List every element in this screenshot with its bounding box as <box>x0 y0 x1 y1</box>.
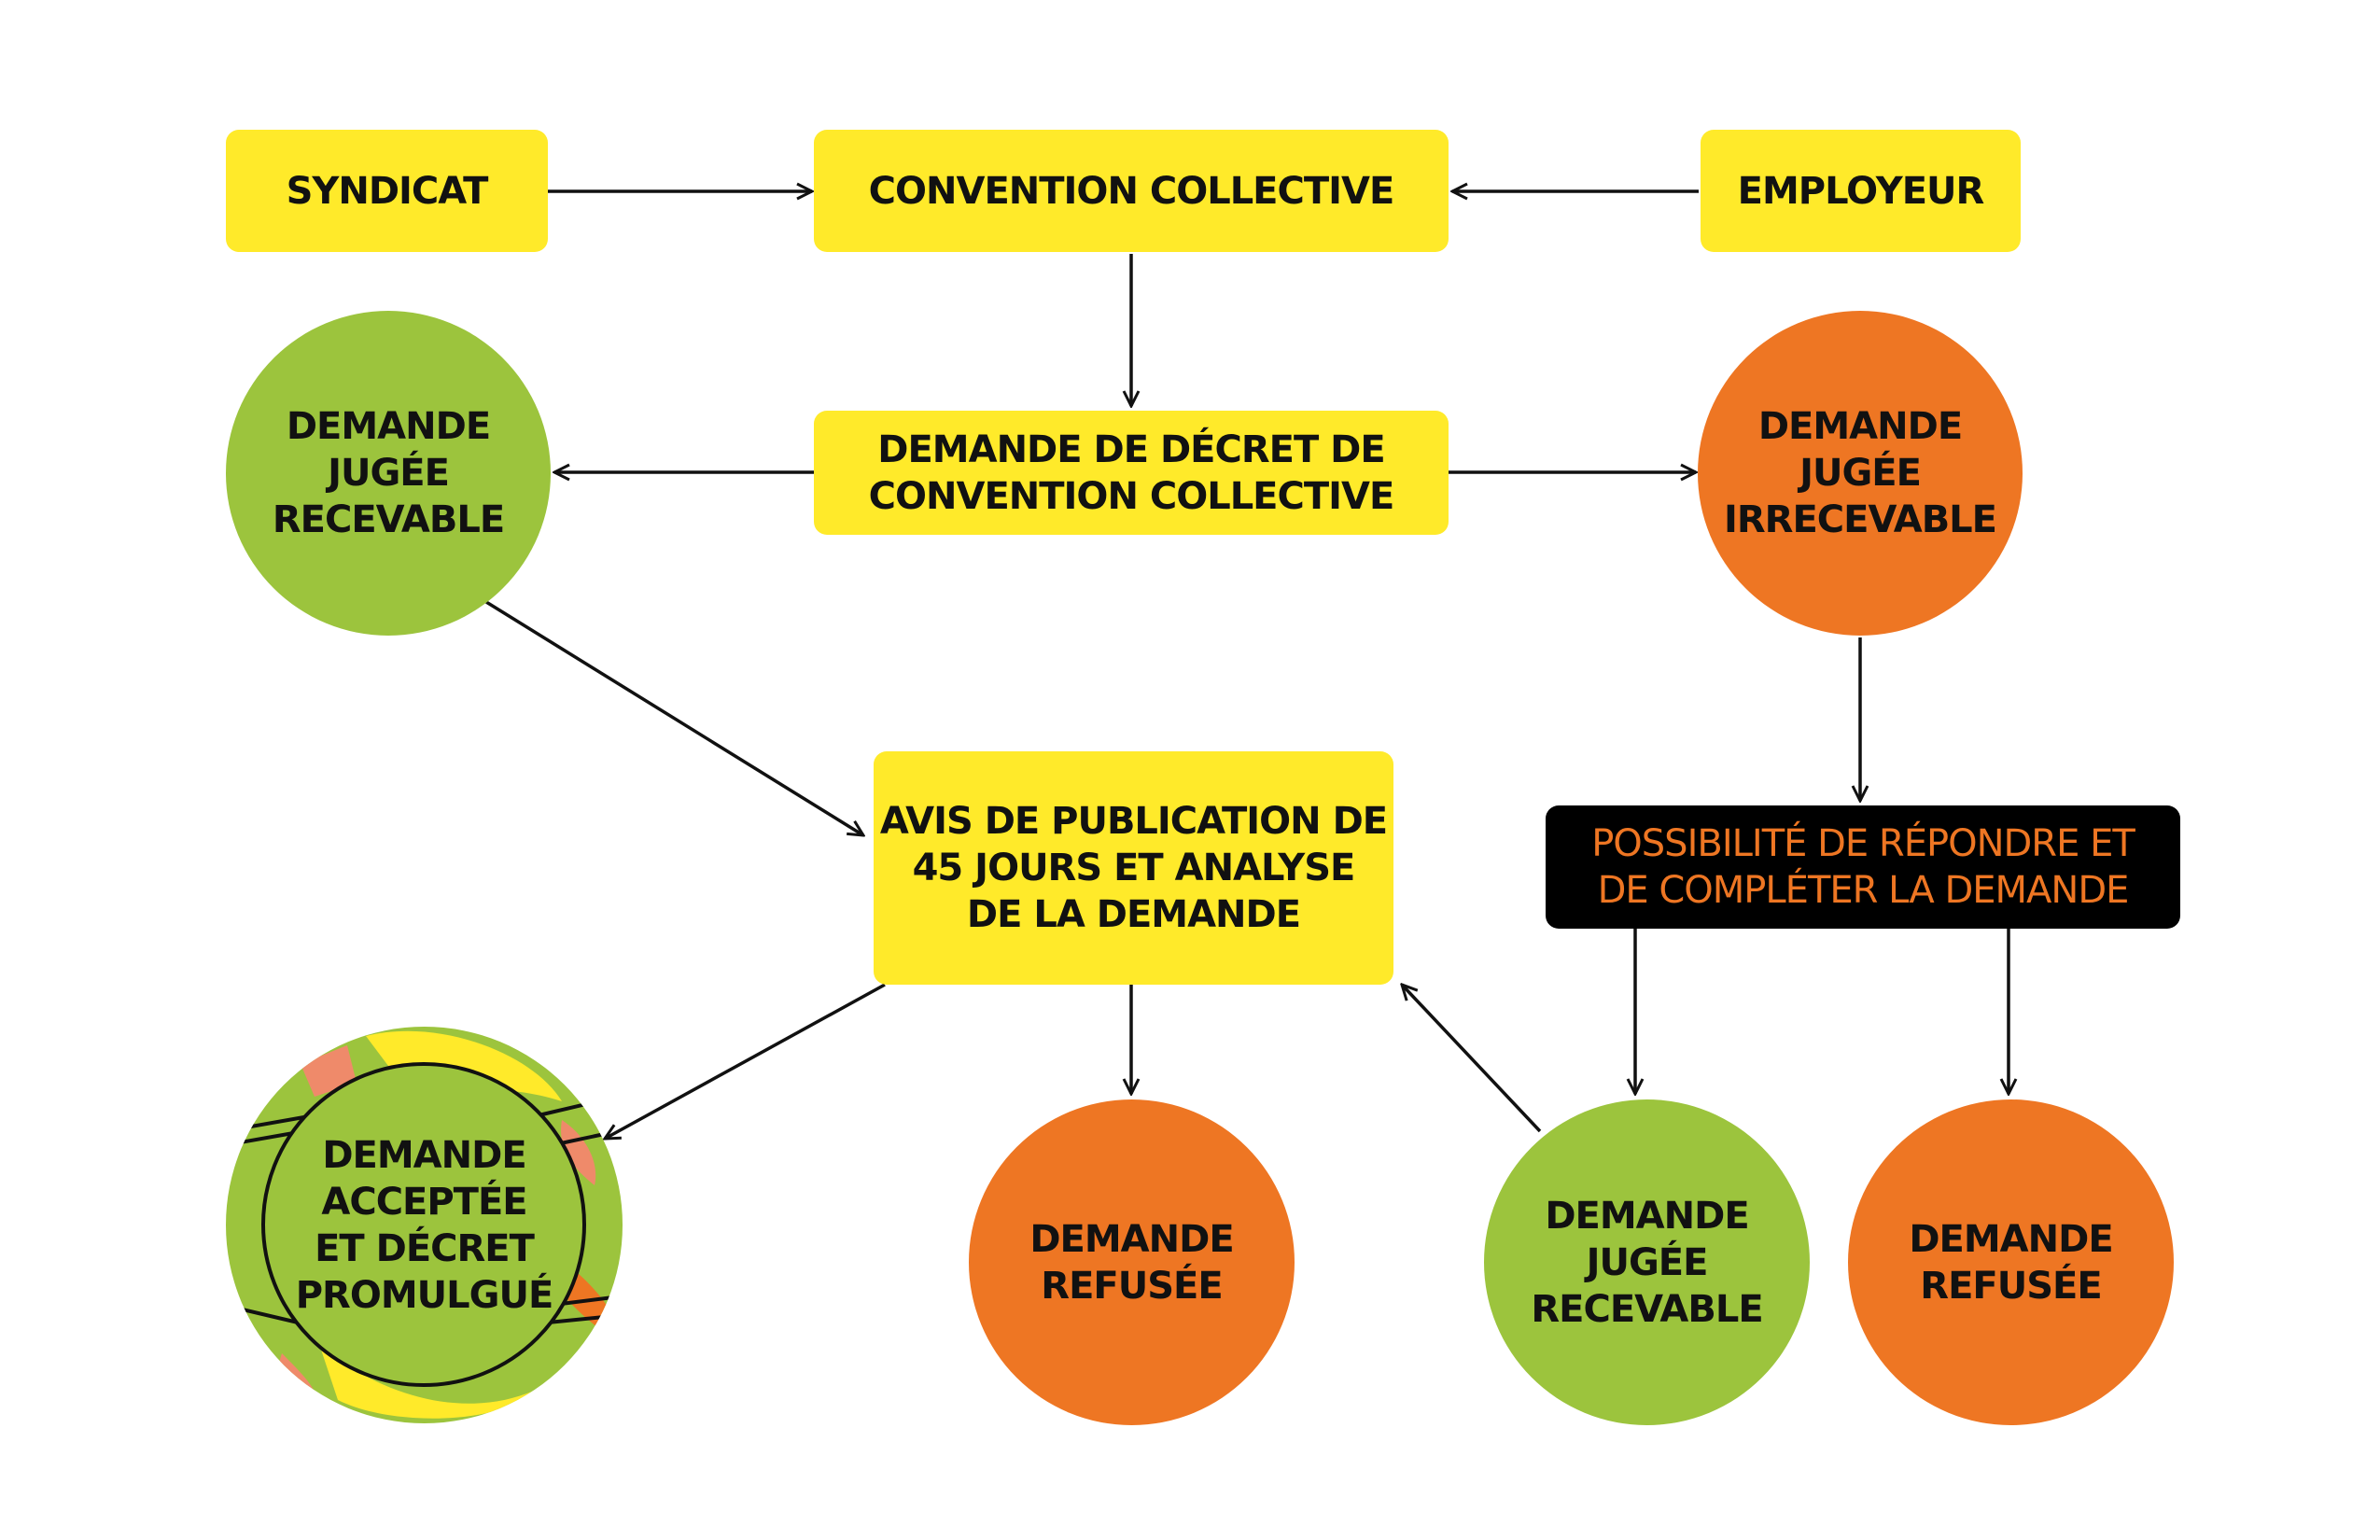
arrow-recevable2-to-avis <box>1402 985 1542 1133</box>
possibilite-line-1: POSSIBILITÉ DE RÉPONDRE ET <box>1591 822 2135 865</box>
refusee-1-line-1: DEMANDE <box>1029 1217 1234 1261</box>
irrecevable-line-3: IRRECEVABLE <box>1724 498 1997 541</box>
demande-jugee-recevable-circle-2: DEMANDE JUGÉE RECEVABLE <box>1484 1099 1810 1425</box>
arrow-recevable-to-avis <box>485 600 863 835</box>
employeur-box: EMPLOYEUR <box>1701 130 2021 252</box>
demande-jugee-irrecevable-circle: DEMANDE JUGÉE IRRECEVABLE <box>1698 311 2023 636</box>
possibilite-line-2: DE COMPLÉTER LA DEMANDE <box>1597 869 2130 912</box>
convention-collective-label: CONVENTION COLLECTIVE <box>868 169 1395 213</box>
avis-publication-box: AVIS DE PUBLICATION DE 45 JOURS ET ANALY… <box>874 751 1393 985</box>
avis-line-1: AVIS DE PUBLICATION DE <box>879 800 1388 843</box>
demande-decret-line-2: CONVENTION COLLECTIVE <box>868 474 1395 518</box>
employeur-label: EMPLOYEUR <box>1737 169 1985 213</box>
recevable-line-3: RECEVABLE <box>272 498 505 541</box>
acceptee-line-4: PROMULGUÉ <box>295 1273 554 1317</box>
refusee-2-line-1: DEMANDE <box>1909 1217 2113 1261</box>
irrecevable-line-1: DEMANDE <box>1757 405 1963 448</box>
recevable-2-line-3: RECEVABLE <box>1531 1287 1763 1331</box>
demande-decret-line-1: DEMANDE DE DÉCRET DE <box>877 427 1385 471</box>
acceptee-line-3: ET DÉCRET <box>315 1226 535 1270</box>
acceptee-line-1: DEMANDE <box>322 1133 526 1177</box>
refusee-2-line-2: REFUSÉE <box>1920 1264 2102 1308</box>
recevable-line-2: JUGÉE <box>328 452 450 495</box>
recevable-line-1: DEMANDE <box>286 405 491 448</box>
avis-line-3: DE LA DEMANDE <box>966 893 1301 936</box>
irrecevable-line-2: JUGÉE <box>1799 452 1922 495</box>
avis-line-2: 45 JOURS ET ANALYSE <box>912 847 1356 889</box>
syndicat-box: SYNDICAT <box>226 130 548 252</box>
possibilite-box: POSSIBILITÉ DE RÉPONDRE ET DE COMPLÉTER … <box>1546 805 2180 929</box>
recevable-2-line-1: DEMANDE <box>1545 1194 1749 1238</box>
demande-acceptee-circle: DEMANDE ACCEPTÉE ET DÉCRET PROMULGUÉ <box>226 1027 623 1423</box>
acceptee-line-2: ACCEPTÉE <box>321 1180 527 1224</box>
demande-decret-box: DEMANDE DE DÉCRET DE CONVENTION COLLECTI… <box>814 411 1449 535</box>
recevable-2-line-2: JUGÉE <box>1586 1240 1709 1284</box>
convention-collective-box: CONVENTION COLLECTIVE <box>814 130 1449 252</box>
demande-refusee-circle-1: DEMANDE REFUSÉE <box>969 1099 1295 1425</box>
arrow-avis-to-acceptee <box>605 983 886 1139</box>
decorative-swirl-pattern <box>230 1030 623 1419</box>
demande-jugee-recevable-circle: DEMANDE JUGÉE RECEVABLE <box>226 311 551 636</box>
syndicat-label: SYNDICAT <box>286 169 489 213</box>
demande-refusee-circle-2: DEMANDE REFUSÉE <box>1848 1099 2174 1425</box>
refusee-1-line-2: REFUSÉE <box>1041 1264 1223 1308</box>
